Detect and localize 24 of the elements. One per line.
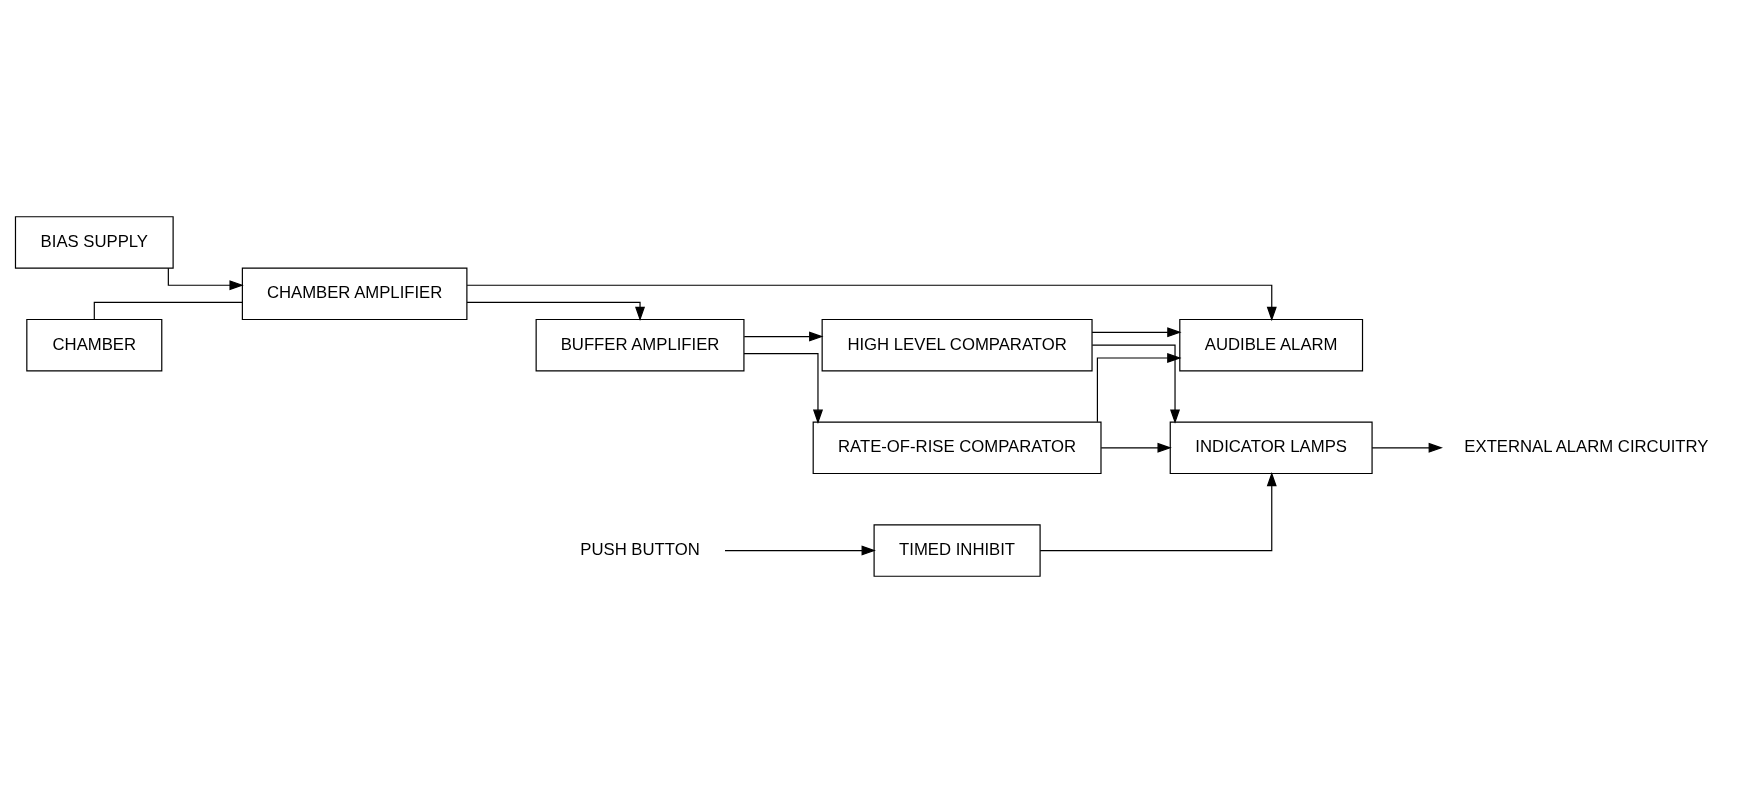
arrow: [1371, 442, 1443, 453]
arrow: [1039, 471, 1277, 551]
arrow: [742, 352, 823, 424]
node-text: PUSH BUTTON: [579, 539, 700, 559]
node-box: TIMED INHIBIT: [873, 523, 1041, 577]
arrow: [1096, 352, 1181, 422]
arrow: [743, 331, 823, 342]
node-box: BIAS SUPPLY: [14, 215, 174, 269]
arrow: [723, 545, 876, 556]
arrow: [1091, 344, 1180, 424]
node-box: CHAMBER: [25, 318, 162, 371]
node-box: RATE-OF-RISE COMPARATOR: [812, 421, 1102, 474]
node-box: BUFFER AMPLIFIER: [535, 318, 745, 371]
node-text: EXTERNAL ALARM CIRCUITRY: [1463, 436, 1708, 456]
node-box: INDICATOR LAMPS: [1169, 421, 1373, 474]
arrow: [1091, 326, 1182, 337]
connector: [93, 301, 243, 320]
arrow: [167, 267, 244, 290]
node-box: AUDIBLE ALARM: [1178, 318, 1363, 371]
node-box: HIGH LEVEL COMPARATOR: [821, 318, 1093, 371]
arrow: [465, 301, 645, 321]
node-box: CHAMBER AMPLIFIER: [241, 267, 467, 320]
arrow: [1100, 442, 1172, 453]
arrow: [466, 284, 1277, 321]
